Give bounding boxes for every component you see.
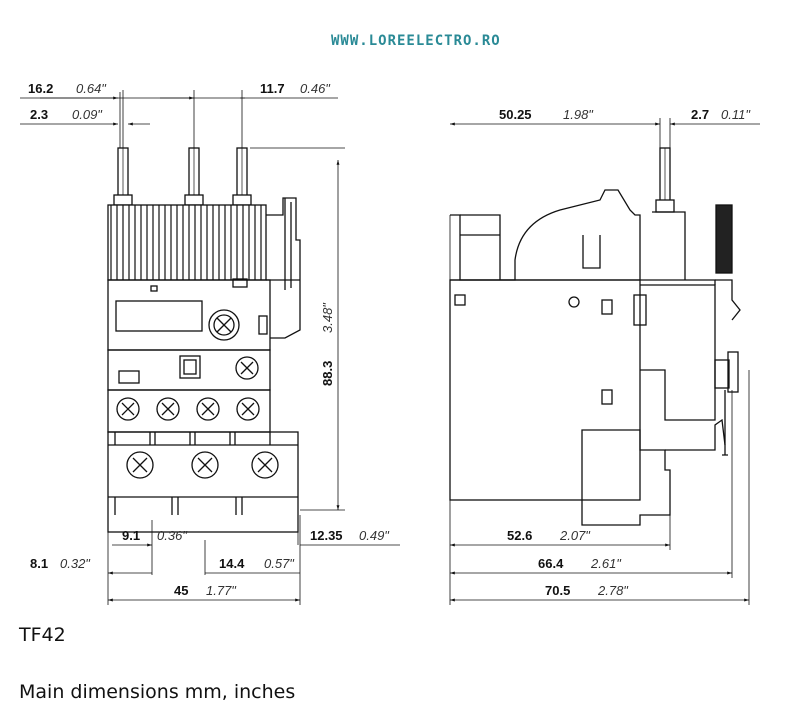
caption-label: Main dimensions mm, inches (19, 681, 296, 703)
dim-top-left-mm: 16.2 (28, 81, 53, 96)
dim-depth-b-in: 2.61" (590, 556, 622, 571)
side-view (449, 147, 741, 526)
dim-top-left-in: 0.64" (76, 81, 107, 96)
front-dimension-lines (20, 90, 400, 605)
dim-top-right-in: 0.46" (300, 81, 331, 96)
dim-bottom-left-mm: 8.1 (30, 556, 48, 571)
dim-bottom-b-in: 0.57" (264, 556, 295, 571)
dim-bottom-a-in: 0.36" (157, 528, 188, 543)
dim-bottom-b-mm: 14.4 (219, 556, 245, 571)
dim-depth-c-in: 2.78" (597, 583, 629, 598)
dim-depth-a-in: 2.07" (559, 528, 591, 543)
front-dimension-labels: 16.2 0.64" 2.3 0.09" 11.7 0.46" 88.3 3.4… (28, 81, 390, 598)
dim-height-mm: 88.3 (320, 361, 335, 386)
dim-bottom-right-mm: 12.35 (310, 528, 343, 543)
dim-side-top-mm: 50.25 (499, 107, 532, 122)
dim-pin-mm: 2.3 (30, 107, 48, 122)
dim-width-in: 1.77" (206, 583, 237, 598)
front-view (107, 147, 301, 533)
side-dimension-lines (449, 118, 760, 605)
dim-bottom-left-in: 0.32" (60, 556, 91, 571)
model-label: TF42 (19, 624, 66, 646)
dim-bottom-right-in: 0.49" (359, 528, 390, 543)
dim-depth-a-mm: 52.6 (507, 528, 532, 543)
dim-side-top-small-mm: 2.7 (691, 107, 709, 122)
dim-pin-in: 0.09" (72, 107, 103, 122)
dim-depth-c-mm: 70.5 (545, 583, 570, 598)
dim-depth-b-mm: 66.4 (538, 556, 564, 571)
dim-width-mm: 45 (174, 583, 188, 598)
watermark-text: WWW.LOREELECTRO.RO (331, 33, 501, 49)
dim-side-top-in: 1.98" (563, 107, 594, 122)
dim-top-right-mm: 11.7 (260, 81, 285, 96)
dim-height-in: 3.48" (320, 302, 335, 333)
side-dimension-labels: 50.25 1.98" 2.7 0.11" 52.6 2.07" 66.4 2.… (499, 107, 751, 598)
dim-bottom-a-mm: 9.1 (122, 528, 140, 543)
dim-side-top-small-in: 0.11" (721, 107, 751, 122)
